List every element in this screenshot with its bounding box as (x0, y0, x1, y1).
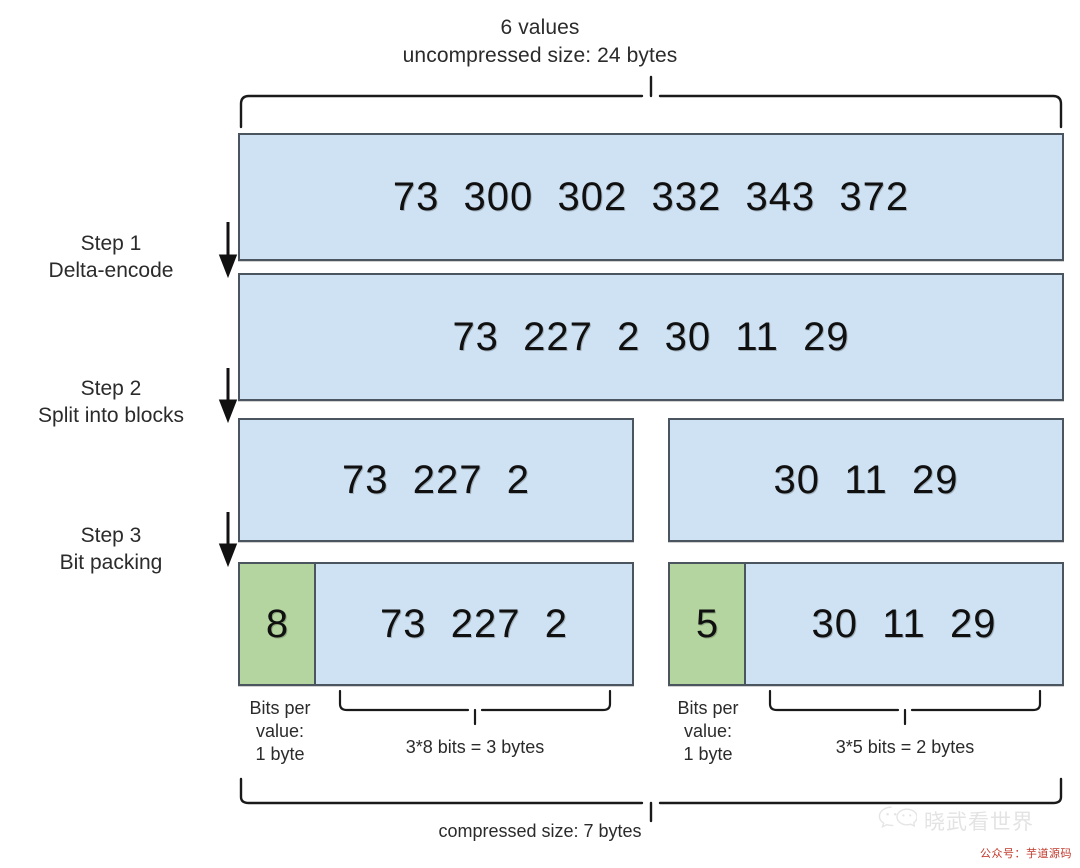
step-2-subtitle: Split into blocks (38, 404, 184, 427)
wechat-bubbles-icon (877, 804, 918, 837)
block-size-bracket-right (768, 689, 1042, 726)
header-caption: 6 values uncompressed size: 24 bytes (0, 14, 1080, 70)
packed-block-2-bitwidth: 5 (670, 564, 746, 684)
original-values: 73 300 302 332 343 372 (392, 174, 910, 219)
step-arrow-3 (218, 512, 238, 568)
step-1-title: Step 1 (80, 232, 142, 255)
bits-note-left-line-3: 1 byte (255, 744, 305, 764)
header-line-2: uncompressed size: 24 bytes (402, 44, 678, 67)
step-label-3: Step 3 Bit packing (0, 522, 222, 576)
bits-note-right-line-2: value: (683, 721, 733, 741)
block-2-values: 30 11 29 (773, 457, 959, 502)
bits-per-value-note-right: Bits per value: 1 byte (660, 697, 756, 766)
watermark-name: 晓武看世界 (924, 809, 1034, 834)
watermark: 晓武看世界 (877, 804, 1034, 837)
top-span-bracket (239, 75, 1063, 129)
bits-per-value-note-left: Bits per value: 1 byte (232, 697, 328, 766)
step-label-2: Step 2 Split into blocks (0, 375, 222, 429)
delta-values: 73 227 2 30 11 29 (452, 314, 850, 359)
step-1-subtitle: Delta-encode (48, 259, 174, 282)
step-arrow-1 (218, 222, 238, 279)
bits-note-right-line-3: 1 byte (683, 744, 733, 764)
step-arrow-2 (218, 368, 238, 424)
original-values-box: 73 300 302 332 343 372 (238, 133, 1064, 261)
packed-block-1-values: 73 227 2 (316, 564, 632, 684)
packed-block-2: 5 30 11 29 (668, 562, 1064, 686)
bits-note-left-line-2: value: (255, 721, 305, 741)
footer-caption: compressed size: 7 bytes (438, 821, 642, 841)
header-line-1: 6 values (500, 16, 580, 39)
step-2-title: Step 2 (80, 377, 142, 400)
watermark-account: 公众号：芋道源码 (980, 847, 1072, 860)
step-3-subtitle: Bit packing (59, 551, 163, 574)
block-size-bracket-left (338, 689, 612, 726)
step-3-title: Step 3 (80, 524, 142, 547)
bits-note-right-line-1: Bits per (677, 698, 739, 718)
block-size-note-left: 3*8 bits = 3 bytes (405, 737, 545, 757)
step-label-1: Step 1 Delta-encode (0, 230, 222, 284)
delta-values-box: 73 227 2 30 11 29 (238, 273, 1064, 401)
block-box-2: 30 11 29 (668, 418, 1064, 542)
bits-note-left-line-1: Bits per (249, 698, 311, 718)
packed-block-1: 8 73 227 2 (238, 562, 634, 686)
packed-block-2-values: 30 11 29 (746, 564, 1062, 684)
block-size-note-right: 3*5 bits = 2 bytes (835, 737, 975, 757)
block-1-values: 73 227 2 (342, 457, 530, 502)
packed-block-1-bitwidth: 8 (240, 564, 316, 684)
block-box-1: 73 227 2 (238, 418, 634, 542)
